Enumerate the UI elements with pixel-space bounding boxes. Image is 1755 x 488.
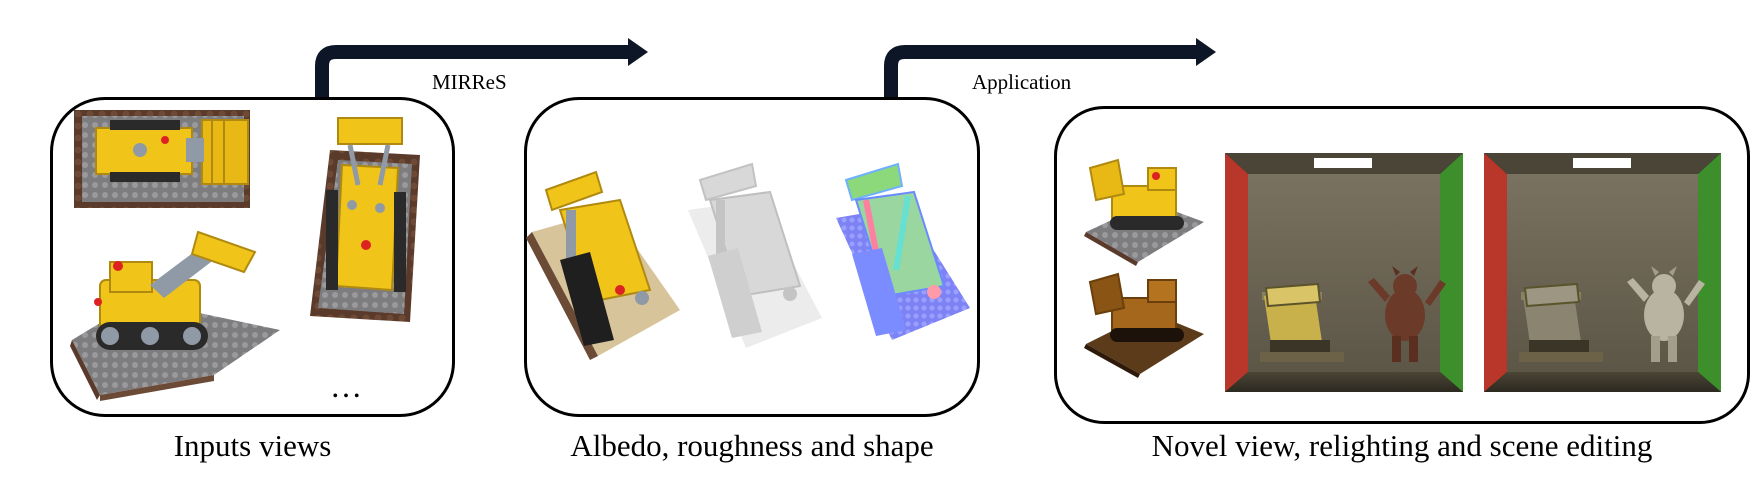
more-views-ellipsis: … <box>330 368 364 404</box>
mirres-arrow-label: MIRReS <box>432 70 507 94</box>
applications-panel <box>1054 106 1750 424</box>
material-outputs-panel <box>524 97 980 417</box>
application-arrow-label: Application <box>972 70 1072 94</box>
applications-caption: Novel view, relighting and scene editing <box>1151 428 1653 463</box>
input-views-panel <box>50 97 455 417</box>
outputs-caption: Albedo, roughness and shape <box>570 428 934 463</box>
inputs-caption: Inputs views <box>173 428 332 463</box>
